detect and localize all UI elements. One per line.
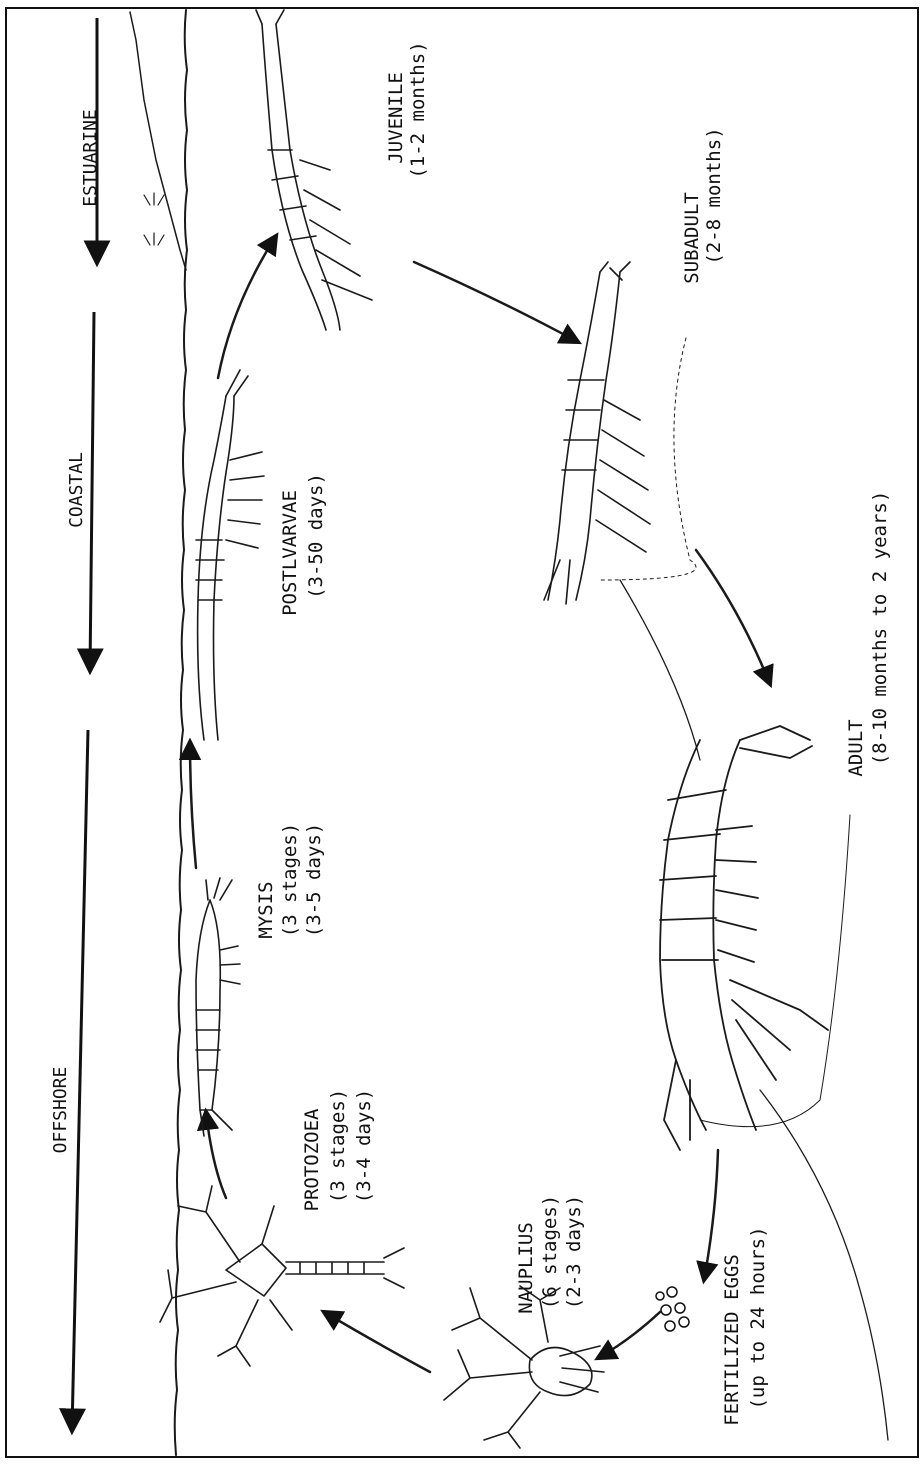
stage-detail-nauplius-stages: (6 stages) [539, 1195, 561, 1309]
stage-detail-protozoea-stages: (3 stages) [327, 1089, 349, 1203]
stage-detail-mysis-days: (3-5 days) [303, 823, 325, 937]
zone-label-offshore: OFFSHORE [50, 1067, 71, 1154]
arrow-protozoea-to-mysis [206, 1112, 226, 1198]
stage-detail-fertilized-eggs: (up to 24 hours) [747, 1226, 769, 1409]
stage-label-protozoea: PROTOZOEA [301, 1108, 323, 1212]
offshore-zone-arrow [72, 730, 88, 1430]
spawning-loop-curve [600, 338, 696, 580]
diagram-frame [6, 8, 918, 1457]
stage-detail-subadult: (2-8 months) [703, 127, 725, 264]
marsh-grass-icon [144, 193, 164, 245]
stage-detail-mysis-stages: (3 stages) [279, 823, 301, 937]
adult-shrimp-icon [660, 726, 828, 1150]
water-surface-line [175, 10, 187, 1455]
stage-detail-nauplius-days: (2-3 days) [563, 1195, 585, 1309]
arrow-subadult-to-adult [696, 550, 770, 684]
mysis-larva-icon [196, 878, 240, 1136]
stage-label-juvenile: JUVENILE [385, 72, 407, 164]
arrow-nauplius-to-protozoea [324, 1312, 430, 1372]
adult-migration-curve [620, 580, 700, 760]
arrow-eggs-to-nauplius [598, 1312, 660, 1358]
stage-label-nauplius: NAUPLIUS [515, 1222, 537, 1314]
stage-detail-adult: (8-10 months to 2 years) [869, 491, 891, 766]
arrow-adult-to-eggs [704, 1150, 718, 1280]
stage-detail-postlarvae: (3-50 days) [305, 473, 327, 599]
subadult-shrimp-icon [544, 262, 650, 604]
postlarvae-icon [196, 370, 264, 740]
estuary-shoreline [130, 12, 186, 270]
zone-label-coastal: COASTAL [66, 452, 87, 528]
seafloor-curve [760, 1090, 888, 1440]
arrow-mysis-to-postlarvae [190, 742, 196, 868]
stage-detail-juvenile: (1-2 months) [407, 41, 429, 178]
arrow-juvenile-to-subadult [414, 262, 578, 342]
zone-label-estuarine: ESTUARINE [80, 109, 101, 207]
arrow-postlarvae-to-juvenile [218, 236, 276, 378]
stage-label-postlarvae: POSTLVARVAE [279, 490, 301, 616]
protozoea-larva-icon [160, 1186, 404, 1366]
stage-label-subadult: SUBADULT [681, 192, 703, 284]
stage-label-mysis: MYSIS [255, 881, 277, 938]
coastal-zone-arrow [90, 312, 94, 670]
stage-label-fertilized-eggs: FERTILIZED EGGS [721, 1254, 743, 1426]
stage-detail-protozoea-days: (3-4 days) [353, 1089, 375, 1203]
juvenile-shrimp-icon [256, 10, 372, 330]
stage-label-adult: ADULT [845, 719, 867, 776]
fertilized-eggs-icon [656, 1287, 689, 1331]
